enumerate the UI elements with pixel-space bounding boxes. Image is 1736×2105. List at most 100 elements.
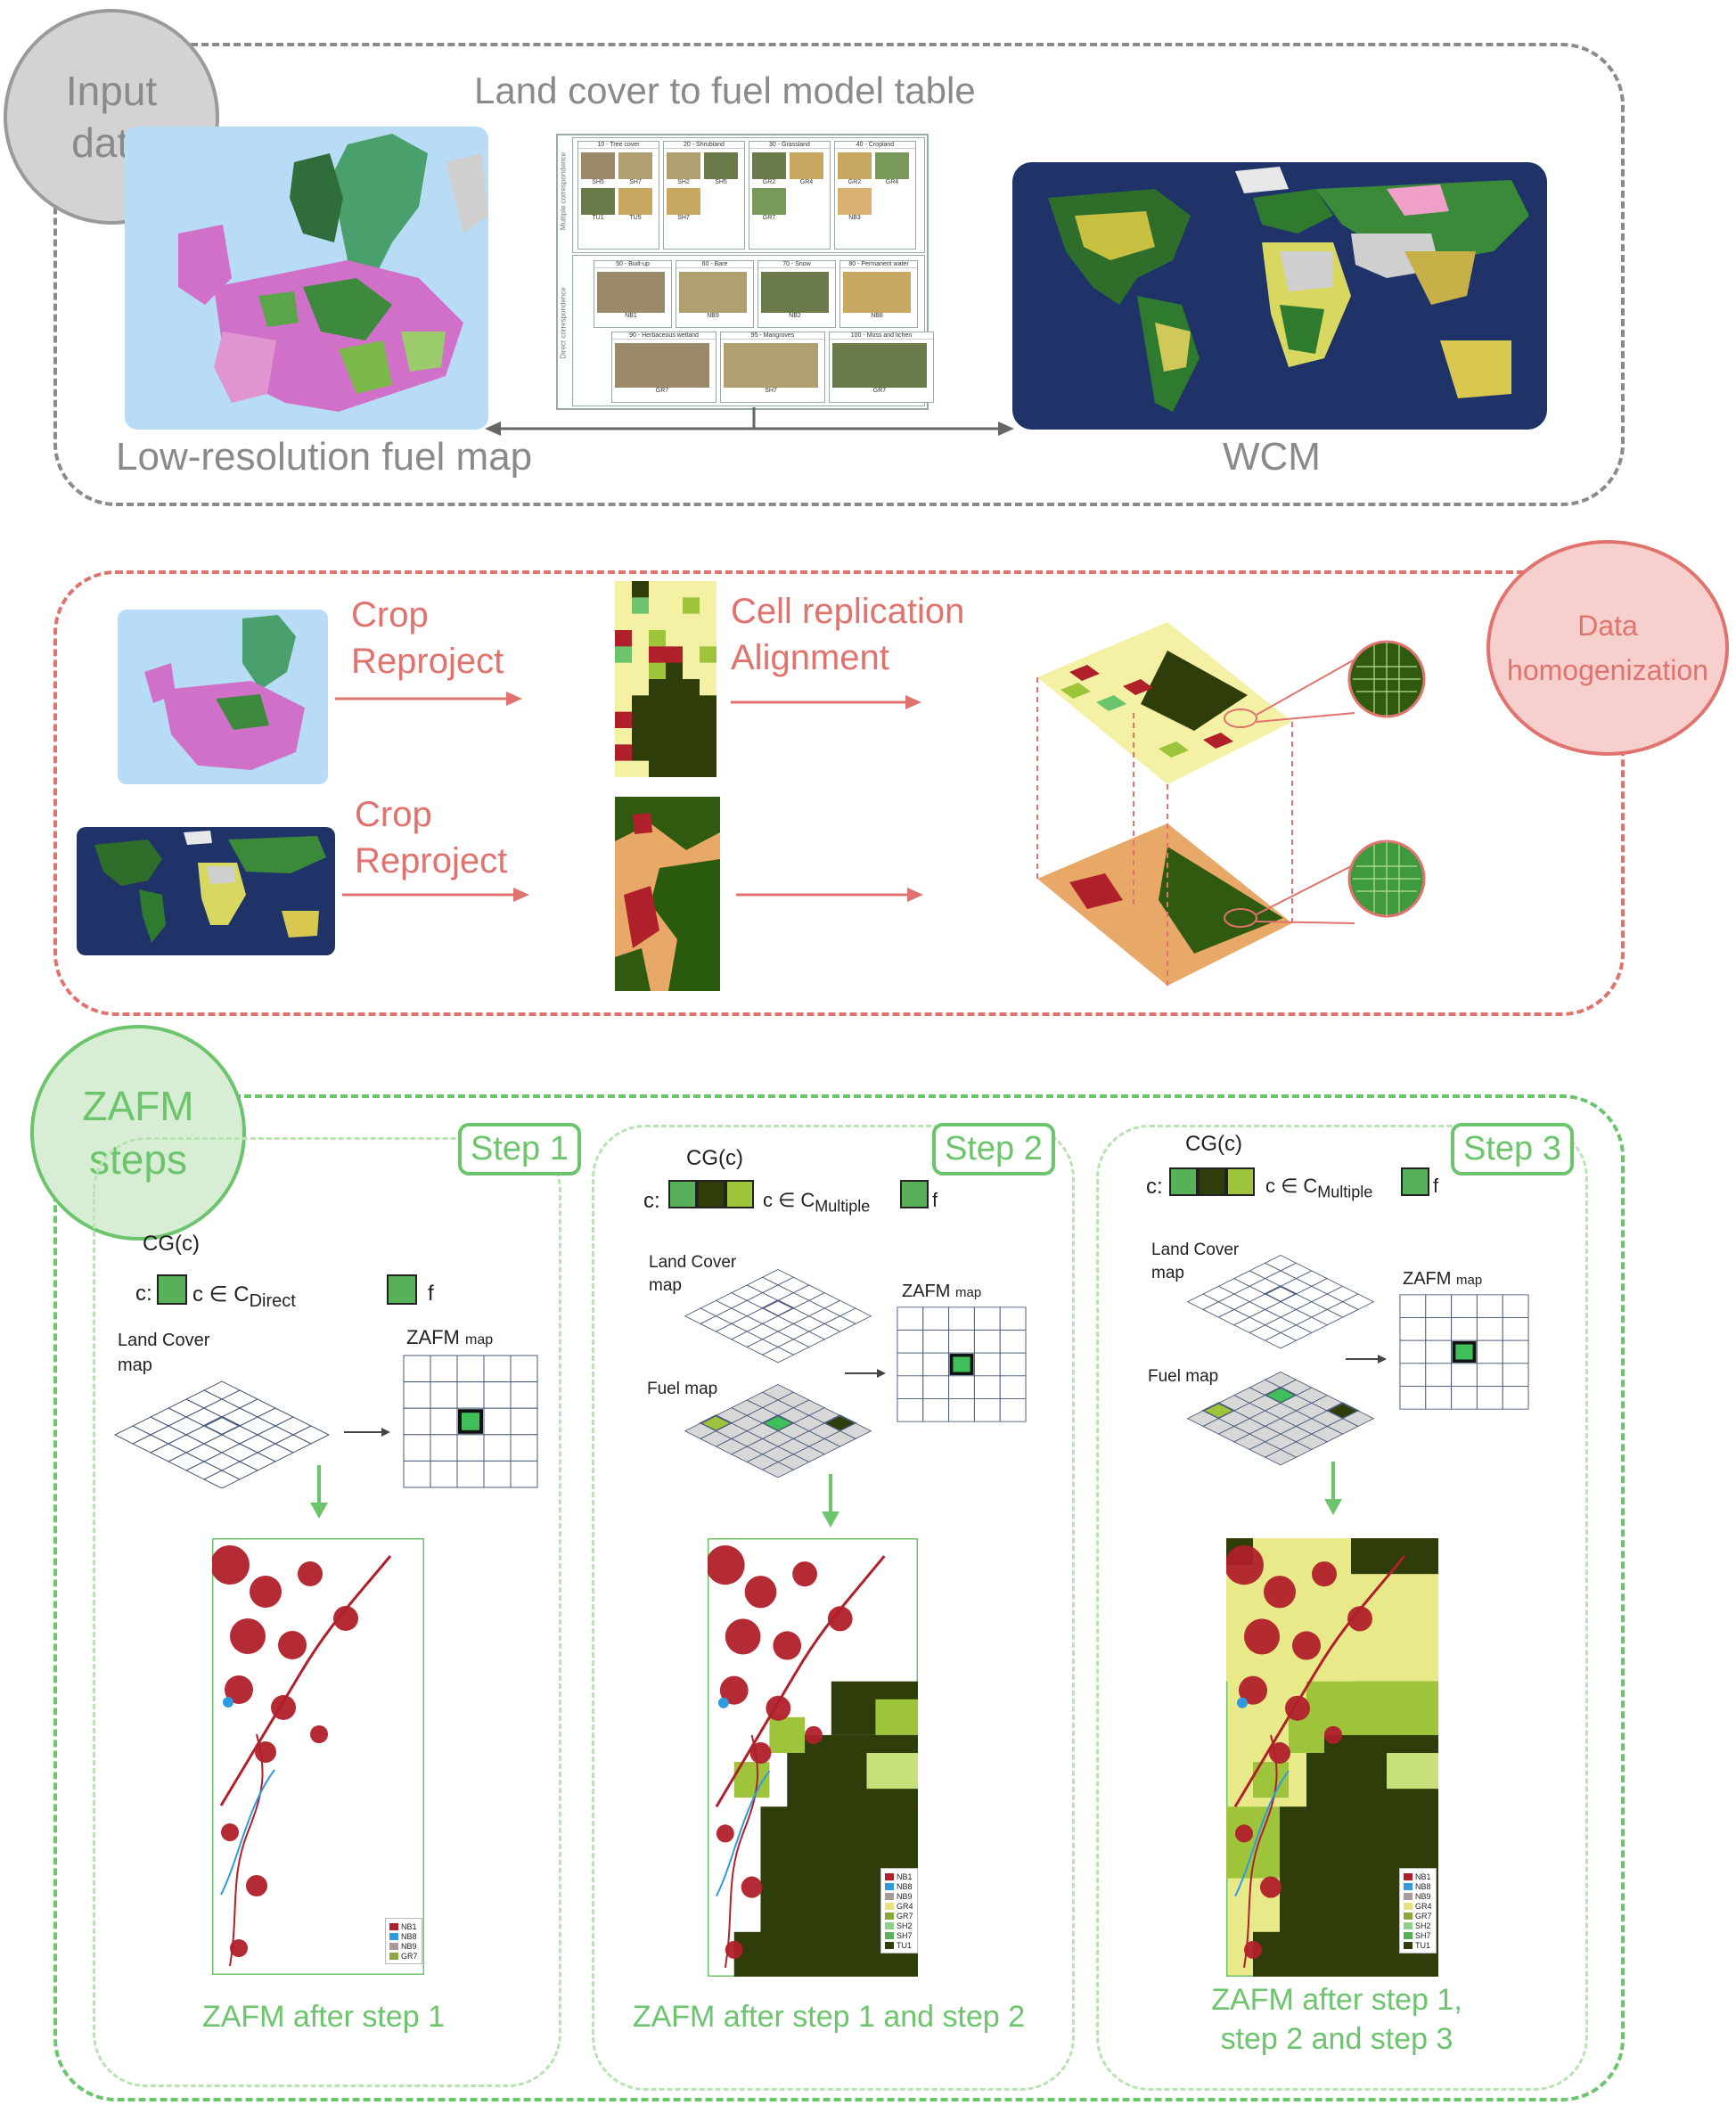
- table-cell-code: SH5: [592, 179, 604, 185]
- zafm-cell: [1502, 1317, 1529, 1341]
- zafm-cell-filled: [949, 1354, 974, 1375]
- zafm-cell: [922, 1375, 950, 1399]
- road-line: [1243, 1734, 1278, 1969]
- zafm-cell: [973, 1306, 1001, 1331]
- nb1-patch: [230, 1618, 266, 1654]
- iso-cell: [1264, 1332, 1298, 1349]
- legend-label: SH7: [897, 1930, 913, 1940]
- legend-label: GR7: [1415, 1911, 1432, 1921]
- legend-swatch: [885, 1872, 894, 1880]
- grid-cell: [666, 679, 684, 696]
- legend-entry: GR4: [885, 1901, 913, 1911]
- grid-cell: [683, 711, 700, 729]
- tu1-patch: [733, 1931, 797, 1977]
- table-cell-thumbnail: [752, 188, 786, 215]
- nb1-patch: [741, 1876, 763, 1898]
- road-line: [219, 1555, 392, 1806]
- nb1-patch: [716, 1824, 734, 1843]
- grid-cell: [700, 613, 717, 631]
- zafm-cell-filled: [1452, 1341, 1477, 1363]
- table-connector-arrows: [485, 407, 1014, 436]
- zafm-cell: [1399, 1386, 1427, 1410]
- legend-entry: NB8: [389, 1931, 418, 1941]
- zafm-cell: [1476, 1317, 1503, 1341]
- step2-arrow-small: [845, 1369, 886, 1378]
- zafm-cell: [456, 1434, 485, 1462]
- grid-cell: [649, 597, 667, 615]
- table-cell-title: 100 - Moss and lichen: [830, 332, 933, 340]
- water-line: [1234, 1770, 1290, 1897]
- nb1-patch: [792, 1561, 817, 1587]
- grid-cell: [649, 744, 667, 762]
- grid-cell: [700, 679, 717, 696]
- lime-patch: [769, 1716, 806, 1753]
- table-cell-code: NB3: [848, 215, 861, 221]
- europe-fuel-map-small: [118, 610, 328, 784]
- legend-label: TU1: [897, 1940, 913, 1950]
- table-cell-thumbnail: [597, 272, 665, 313]
- input-data-panel: [53, 43, 1625, 506]
- legend-entry: TU1: [1404, 1940, 1432, 1950]
- table-cell-code: GR7: [655, 388, 669, 394]
- step3-tag: Step 3: [1451, 1123, 1574, 1175]
- grid-cell: [683, 744, 700, 762]
- low-res-grid-crop: [615, 581, 717, 777]
- step1-arrow-small: [344, 1428, 390, 1437]
- legend-label: NB9: [1415, 1891, 1431, 1901]
- grid-cell: [666, 711, 684, 729]
- table-cell-thumbnail: [618, 188, 652, 215]
- legend-swatch: [1404, 1941, 1413, 1949]
- legend-entry: SH2: [885, 1921, 913, 1930]
- road-line: [715, 1555, 886, 1807]
- nb1-patch: [1264, 1576, 1296, 1609]
- table-cell-code: SH7: [629, 179, 642, 185]
- legend-entry: NB9: [885, 1891, 913, 1901]
- table-cell-thumbnail: [581, 188, 615, 215]
- legend-label: NB9: [401, 1941, 417, 1951]
- step2-c-label: c:: [643, 1189, 660, 1213]
- table-cell-code: NB9: [707, 313, 719, 319]
- legend-swatch: [885, 1921, 894, 1929]
- nb1-patch: [221, 1823, 239, 1841]
- grid-cell: [632, 646, 650, 664]
- table-cell-thumbnail: [832, 343, 927, 388]
- lime-patch: [866, 1752, 918, 1790]
- step3-fuel-label: Fuel map: [1148, 1367, 1219, 1386]
- zafm-cell: [1451, 1294, 1478, 1318]
- table-cell-thumbnail: [838, 152, 872, 179]
- grid-cell: [615, 630, 633, 647]
- table-cell-code: GR7: [872, 388, 887, 394]
- zafm-cell: [403, 1434, 431, 1462]
- zafm-cell: [1502, 1294, 1529, 1318]
- zafm-cell: [430, 1407, 458, 1436]
- step3-c-swatch-3: [1226, 1167, 1255, 1196]
- grid-cell: [700, 711, 717, 729]
- step3-zafm-text: ZAFM: [1403, 1269, 1452, 1289]
- zafm-cell: [948, 1306, 975, 1331]
- iso-cell: [761, 1347, 795, 1364]
- legend-label: SH7: [1415, 1930, 1431, 1940]
- zafm-steps-circle: ZAFM steps: [30, 1025, 246, 1241]
- arrow-h-2: [731, 695, 921, 709]
- zafm-cell-filled: [458, 1409, 483, 1434]
- zafm-cell: [510, 1434, 538, 1462]
- europe-fuel-map: [125, 127, 488, 430]
- step1-down-arrow: [310, 1465, 328, 1519]
- step2-lc-label: Land Cover map: [649, 1253, 737, 1295]
- step2-set-text: c ∈ C: [763, 1189, 815, 1211]
- legend-entry: NB1: [389, 1921, 418, 1931]
- legend-swatch: [885, 1882, 894, 1890]
- nb1-patch: [1244, 1618, 1280, 1655]
- grid-cell: [700, 581, 717, 598]
- legend-label: GR7: [897, 1911, 913, 1921]
- table-cell-thumbnail: [752, 152, 786, 179]
- road-line: [1233, 1555, 1406, 1807]
- step2-caption: ZAFM after step 1 and step 2: [632, 2000, 1026, 2034]
- grid-cell: [700, 695, 717, 713]
